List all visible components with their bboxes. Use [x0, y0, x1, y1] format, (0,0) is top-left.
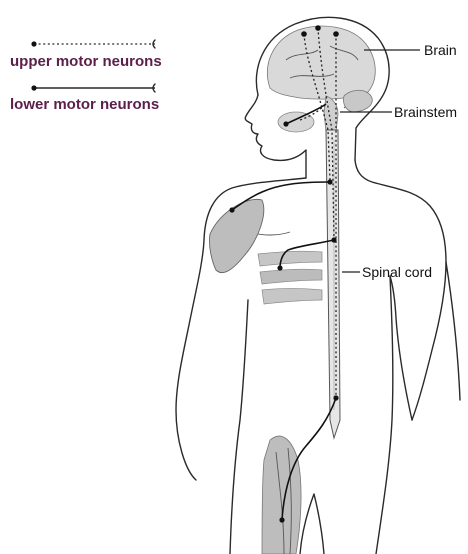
left-hip-outline — [230, 300, 248, 554]
spinal-cord — [326, 130, 340, 438]
brain-label: Brain — [424, 42, 457, 58]
face-endpoint — [283, 121, 288, 126]
leg-split-outline — [300, 494, 324, 554]
rib-muscle-1 — [258, 251, 322, 266]
brainstem-label: Brainstem — [394, 104, 457, 120]
upper-neuron-body-3 — [333, 31, 339, 37]
legend-upper-dot — [31, 41, 36, 46]
rib-muscles — [258, 251, 322, 304]
face-profile-outline — [245, 95, 306, 178]
rib-muscle-3 — [262, 289, 322, 305]
upper-neuron-body-1 — [301, 31, 307, 37]
shoulder-muscle — [209, 199, 263, 272]
cerebellum-shape — [343, 90, 372, 112]
leg-muscle — [262, 436, 301, 554]
right-arm-outer-outline — [446, 262, 460, 400]
jaw-muscle — [278, 112, 314, 132]
spinal-cord-shape — [326, 130, 340, 438]
spinal-node-2 — [331, 237, 336, 242]
spinal-cord-label: Spinal cord — [362, 264, 432, 280]
legend-lower-label: lower motor neurons — [10, 96, 159, 113]
rib-muscle-2 — [260, 269, 322, 284]
upper-neuron-body-2 — [315, 25, 321, 31]
spinal-node-3 — [333, 395, 338, 400]
right-hip-outline — [376, 276, 393, 554]
ribs-endpoint — [277, 265, 282, 270]
shoulder-endpoint — [229, 207, 234, 212]
legend-lower-dot — [31, 85, 36, 90]
brain-shape — [267, 26, 375, 99]
spinal-node-1 — [327, 179, 332, 184]
right-torso-outline — [355, 160, 446, 420]
legend: upper motor neurons lower motor neurons — [10, 40, 162, 113]
legend-upper-label: upper motor neurons — [10, 53, 162, 70]
leg-endpoint — [279, 517, 284, 522]
